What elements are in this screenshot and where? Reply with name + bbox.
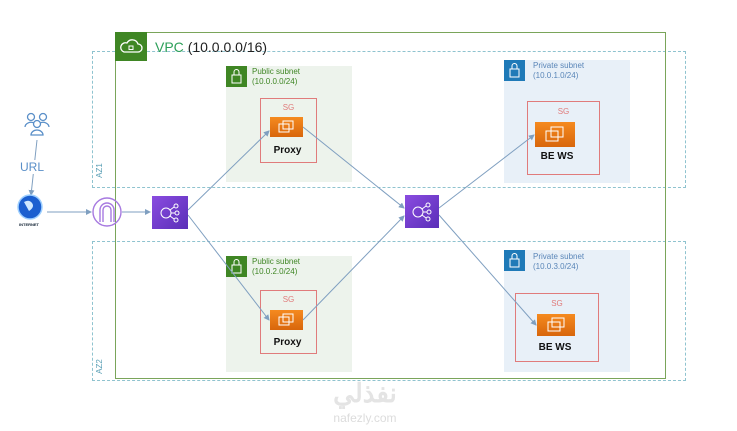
elb-to-proxy1-arrow xyxy=(187,130,270,211)
vpc-container xyxy=(115,32,666,379)
security-group: SG xyxy=(260,98,317,163)
subnet-label: Private subnet(10.0.3.0/24) xyxy=(533,252,585,271)
private-subnet-1 xyxy=(504,60,630,183)
instance-label: BE WS xyxy=(538,342,572,353)
ec2-instances-icon xyxy=(535,122,575,147)
subnet-label: Public subnet(10.0.0.0/24) xyxy=(252,67,301,86)
users-icon xyxy=(24,112,50,136)
proxy2-to-elb2-arrow xyxy=(302,215,405,321)
private-subnet-2 xyxy=(504,250,630,372)
elb-to-proxy2-arrow xyxy=(187,214,270,321)
instance-label: BE WS xyxy=(540,151,574,162)
internet-gateway-icon xyxy=(92,197,122,227)
vpc-label: VPC (10.0.0.0/16) xyxy=(155,39,268,55)
elb2-to-bews2-arrow xyxy=(438,214,537,326)
url-label: URL xyxy=(20,160,45,174)
az1-zone xyxy=(92,51,686,188)
ec2-instances-icon xyxy=(270,117,303,137)
security-group: SG xyxy=(527,101,600,175)
ec2-instances-icon xyxy=(270,310,303,330)
watermark-logo: نفذلي xyxy=(333,378,397,408)
load-balancer-icon[interactable] xyxy=(152,196,188,229)
security-group: SG xyxy=(515,293,599,362)
load-balancer-icon[interactable] xyxy=(405,195,439,228)
subnet-label: Private subnet(10.0.1.0/24) xyxy=(533,61,585,80)
internet-globe-icon xyxy=(17,194,43,220)
proxy1-to-elb2-arrow xyxy=(302,126,405,209)
vpc-cloud-icon xyxy=(115,32,147,61)
lock-icon xyxy=(504,250,525,271)
watermark-domain: nafezly.com xyxy=(333,411,397,425)
subnet-label: Public subnet(10.0.2.0/24) xyxy=(252,257,301,276)
lock-icon xyxy=(504,60,525,81)
lock-icon xyxy=(226,66,247,87)
az2-zone xyxy=(92,241,686,381)
internet-label: INTERNET xyxy=(19,222,39,227)
ec2-instances-icon xyxy=(537,314,575,336)
security-group: SG xyxy=(260,290,317,354)
instance-label: Proxy xyxy=(273,337,302,348)
instance-label: Proxy xyxy=(273,145,302,156)
elb2-to-bews1-arrow xyxy=(438,134,535,209)
